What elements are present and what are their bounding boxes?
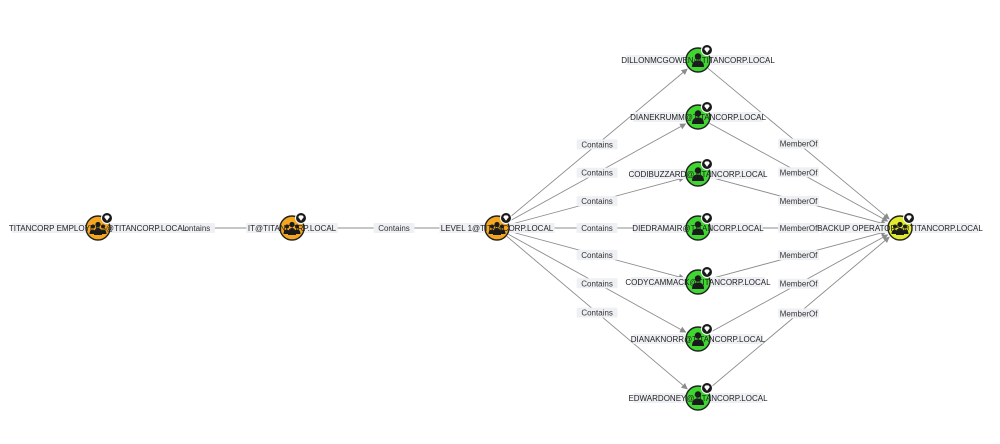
node-edward[interactable]: EDWARDONEY@TITANCORP.LOCAL [628,382,768,411]
edge-label: MemberOf [780,140,819,149]
user-icon [692,221,704,235]
node-diana[interactable]: DIANAKNORR@TITANCORP.LOCAL [631,323,766,352]
node-label: CODIBUZZARD@TITANCORP.LOCAL [629,170,769,179]
edge-codi-backup[interactable]: MemberOf [710,176,888,226]
node-lvl1[interactable]: LEVEL 1@TITANCORP.LOCAL [439,212,555,241]
users-group-icon [488,221,506,235]
user-icon [692,332,704,346]
edge-label-bg [576,307,618,318]
gem-badge-icon [701,382,713,394]
edge-label-bg [576,167,618,178]
node-backup[interactable]: BACKUP OPERATORS@TITANCORP.LOCAL [817,212,983,241]
edge-label: Contains [179,224,211,233]
node-label: IT@TITANCORP.LOCAL [248,224,337,233]
edge-label: MemberOf [780,309,819,318]
edge-lvl1-diana[interactable]: Contains [508,233,687,333]
edge-lvl1-dillon[interactable]: Contains [506,68,688,221]
node-label: BACKUP OPERATORS@TITANCORP.LOCAL [817,224,983,233]
user-icon [692,275,704,289]
user-icon [692,167,704,181]
node-label: EDWARDONEY@TITANCORP.LOCAL [628,394,768,403]
edge-label: Contains [581,140,613,149]
edge-label: Contains [581,309,613,318]
edge-label-bg [576,249,618,260]
edge-label-bg [174,223,215,233]
node-label: DILLONMCGOWEN@TITANCORP.LOCAL [621,56,775,65]
gem-badge-icon [701,44,713,56]
node-label: LEVEL 1@TITANCORP.LOCAL [441,224,554,233]
edge-label-bg [373,223,415,233]
gem-badge-icon [295,212,307,224]
node-cody[interactable]: CODYCAMMACK@TITANCORP.LOCAL [625,266,771,295]
edge-lvl1-cody[interactable]: Contains [509,230,686,280]
users-group-icon [283,221,301,235]
users-group-icon [89,221,107,235]
node-label: DIANEKRUMM@TITANCORP.LOCAL [630,113,766,122]
edge-label-bg [778,250,819,261]
edge-label: Contains [581,251,613,260]
edge-label: MemberOf [780,224,819,233]
user-icon [692,391,704,405]
edge-label-bg [778,195,819,206]
node-label: DIANAKNORR@TITANCORP.LOCAL [631,335,766,344]
node-dillon[interactable]: DILLONMCGOWEN@TITANCORP.LOCAL [621,44,775,73]
node-diedra[interactable]: DIEDRAMAIR@TITANCORP.LOCAL [632,212,764,241]
node-label: TITANCORP EMPLOYEES@TITANCORP.LOCAL [9,224,188,233]
edge-diana-backup[interactable]: MemberOf [709,234,889,334]
edge-label: Contains [581,197,613,206]
edge-label: MemberOf [780,197,819,206]
node-label: DIEDRAMAIR@TITANCORP.LOCAL [632,224,764,233]
edge-label: Contains [581,169,613,178]
edge-label: MemberOf [780,251,819,260]
node-emp[interactable]: TITANCORP EMPLOYEES@TITANCORP.LOCAL [9,212,188,241]
users-group-icon [891,221,909,235]
edge-diane-backup[interactable]: MemberOf [709,122,889,222]
edge-label-bg [778,308,820,319]
edge-label-bg [576,278,618,289]
user-icon [692,110,704,124]
node-it[interactable]: IT@TITANCORP.LOCAL [246,212,338,241]
gem-badge-icon [701,101,713,113]
gem-badge-icon [701,266,713,278]
gem-badge-icon [701,158,713,170]
nodes-layer: TITANCORP EMPLOYEES@TITANCORP.LOCAL IT@TI… [9,44,983,411]
edge-label: MemberOf [780,168,819,177]
node-diane[interactable]: DIANEKRUMM@TITANCORP.LOCAL [630,101,766,130]
edge-label-bg [576,223,618,233]
gem-badge-icon [701,323,713,335]
edge-edward-backup[interactable]: MemberOf [707,236,890,390]
edge-label-bg [576,196,618,207]
edge-label-bg [778,278,819,289]
edge-label-bg [576,139,618,150]
edge-dillon-backup[interactable]: MemberOf [707,67,890,220]
edge-label: Contains [581,279,613,288]
edge-lvl1-codi[interactable]: Contains [509,176,686,226]
gem-badge-icon [500,212,512,224]
gem-badge-icon [903,212,915,224]
edge-label-bg [778,223,819,233]
gem-badge-icon [101,212,113,224]
edge-lvl1-edward[interactable]: Contains [506,236,688,390]
edge-cody-backup[interactable]: MemberOf [710,230,888,280]
edge-label-bg [778,167,819,178]
edge-label: Contains [378,224,410,233]
edge-label: MemberOf [780,280,819,289]
user-icon [692,53,704,67]
edge-label: Contains [581,224,613,233]
node-codi[interactable]: CODIBUZZARD@TITANCORP.LOCAL [629,158,769,187]
gem-badge-icon [701,212,713,224]
edge-label-bg [778,138,820,149]
edge-lvl1-diane[interactable]: Contains [508,123,687,223]
node-label: CODYCAMMACK@TITANCORP.LOCAL [625,278,771,287]
